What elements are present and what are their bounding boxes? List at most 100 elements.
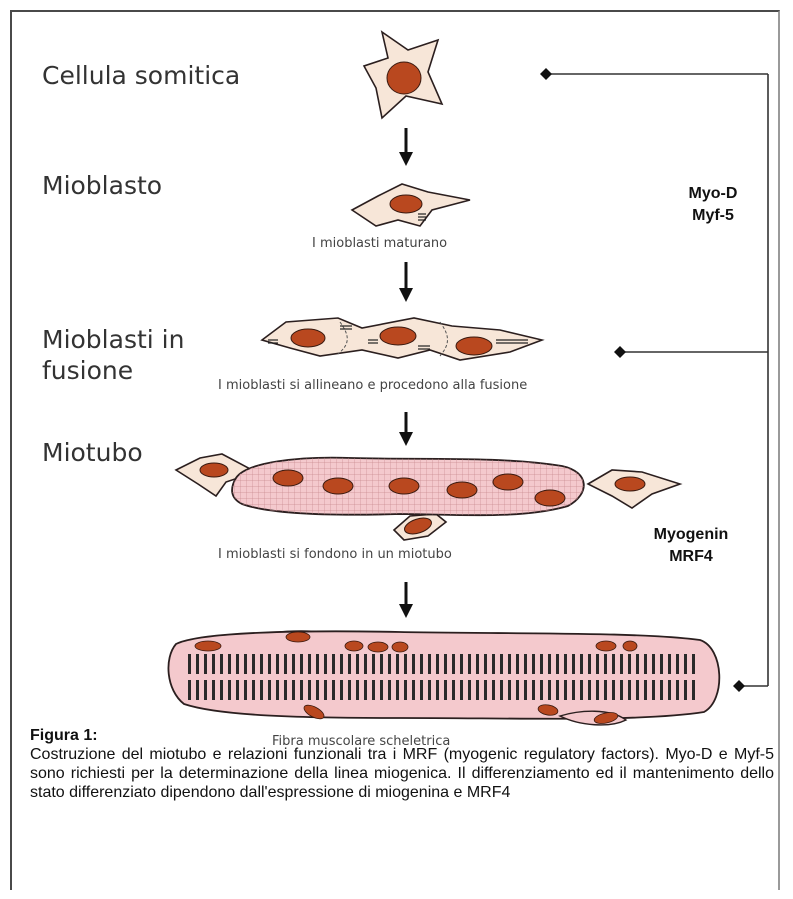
- sarcomere-band: [476, 680, 479, 700]
- sarcomere-band: [668, 680, 671, 700]
- sarcomere-band: [308, 680, 311, 700]
- sarcomere-band: [444, 654, 447, 674]
- sarcomere-band: [236, 654, 239, 674]
- sarcomere-band: [452, 654, 455, 674]
- sarcomere-band: [396, 680, 399, 700]
- sarcomere-band: [420, 680, 423, 700]
- figure-title: Figura 1:: [30, 727, 774, 746]
- sarcomere-band: [644, 680, 647, 700]
- sarcomere-band: [300, 680, 303, 700]
- sarcomere-band: [556, 680, 559, 700]
- sarcomere-band: [436, 680, 439, 700]
- sarcomere-band: [388, 654, 391, 674]
- sarcomere-band: [644, 654, 647, 674]
- sarcomere-band: [668, 654, 671, 674]
- arrow-1: [399, 128, 413, 166]
- sarcomere-band: [196, 654, 199, 674]
- sarcomere-band: [692, 680, 695, 700]
- sarcomere-band: [236, 680, 239, 700]
- sarcomere-band: [676, 654, 679, 674]
- figure-caption: Figura 1: Costruzione del miotubo e rela…: [30, 727, 774, 803]
- sarcomere-band: [436, 654, 439, 674]
- sarcomere-band: [300, 654, 303, 674]
- sarcomere-band: [468, 680, 471, 700]
- sarcomere-band: [620, 654, 623, 674]
- sarcomere-band: [340, 680, 343, 700]
- sarcomere-band: [388, 680, 391, 700]
- sarcomere-band: [356, 680, 359, 700]
- sarcomere-band: [540, 680, 543, 700]
- myoblast-cell: [352, 184, 470, 226]
- sarcomere-band: [428, 680, 431, 700]
- sarcomere-band: [460, 680, 463, 700]
- sarcomere-band: [196, 680, 199, 700]
- sarcomere-band: [556, 654, 559, 674]
- sarcomere-band: [268, 654, 271, 674]
- sarcomere-band: [188, 654, 191, 674]
- sarcomere-band: [580, 680, 583, 700]
- sarcomere-band: [284, 654, 287, 674]
- sarcomere-band: [572, 680, 575, 700]
- sarcomere-band: [220, 654, 223, 674]
- sarcomere-band: [420, 654, 423, 674]
- sarcomere-band: [220, 680, 223, 700]
- sarcomere-band: [260, 680, 263, 700]
- sarcomere-band: [636, 680, 639, 700]
- sarcomere-band: [412, 654, 415, 674]
- sarcomere-band: [324, 654, 327, 674]
- sarcomere-band: [484, 654, 487, 674]
- diamond-marker-bottom: [733, 680, 745, 692]
- sarcomere-band: [532, 654, 535, 674]
- arrow-4: [399, 582, 413, 618]
- sarcomere-band: [572, 654, 575, 674]
- sarcomere-band: [348, 680, 351, 700]
- sarcomere-band: [476, 654, 479, 674]
- sarcomere-band: [380, 680, 383, 700]
- sarcomere-band: [316, 654, 319, 674]
- sarcomere-band: [364, 654, 367, 674]
- sarcomere-band: [660, 680, 663, 700]
- sarcomere-band: [588, 654, 591, 674]
- muscle-fiber: [168, 631, 719, 725]
- sarcomere-band: [660, 654, 663, 674]
- diamond-marker-top: [540, 68, 552, 80]
- sarcomere-band: [524, 654, 527, 674]
- sarcomere-band: [316, 680, 319, 700]
- sarcomere-band: [508, 680, 511, 700]
- fusing-myoblasts: [262, 318, 542, 360]
- diamond-marker-middle: [614, 346, 626, 358]
- sarcomere-band: [652, 680, 655, 700]
- sarcomere-band: [292, 680, 295, 700]
- sarcomere-band: [628, 654, 631, 674]
- sarcomere-band: [452, 680, 455, 700]
- sarcomere-band: [364, 680, 367, 700]
- sarcomere-band: [684, 654, 687, 674]
- sarcomere-band: [548, 680, 551, 700]
- sarcomere-band: [332, 680, 335, 700]
- sarcomere-band: [604, 680, 607, 700]
- sarcomere-band: [524, 680, 527, 700]
- sarcomere-band: [540, 654, 543, 674]
- sarcomere-band: [332, 654, 335, 674]
- myotube-stage: [176, 454, 680, 540]
- sarcomere-band: [532, 680, 535, 700]
- sarcomere-band: [380, 654, 383, 674]
- sarcomere-band: [260, 654, 263, 674]
- sarcomere-band: [652, 654, 655, 674]
- arrow-3: [399, 412, 413, 446]
- sarcomere-band: [372, 680, 375, 700]
- sarcomere-band: [308, 654, 311, 674]
- sarcomere-band: [284, 680, 287, 700]
- sarcomere-band: [500, 654, 503, 674]
- sarcomere-band: [212, 680, 215, 700]
- sarcomere-band: [404, 654, 407, 674]
- sarcomere-band: [500, 680, 503, 700]
- sarcomere-band: [188, 680, 191, 700]
- sarcomere-band: [604, 654, 607, 674]
- sarcomere-band: [276, 680, 279, 700]
- sarcomere-band: [444, 680, 447, 700]
- sarcomere-band: [484, 680, 487, 700]
- sarcomere-band: [564, 654, 567, 674]
- sarcomere-band: [228, 680, 231, 700]
- sarcomere-band: [508, 654, 511, 674]
